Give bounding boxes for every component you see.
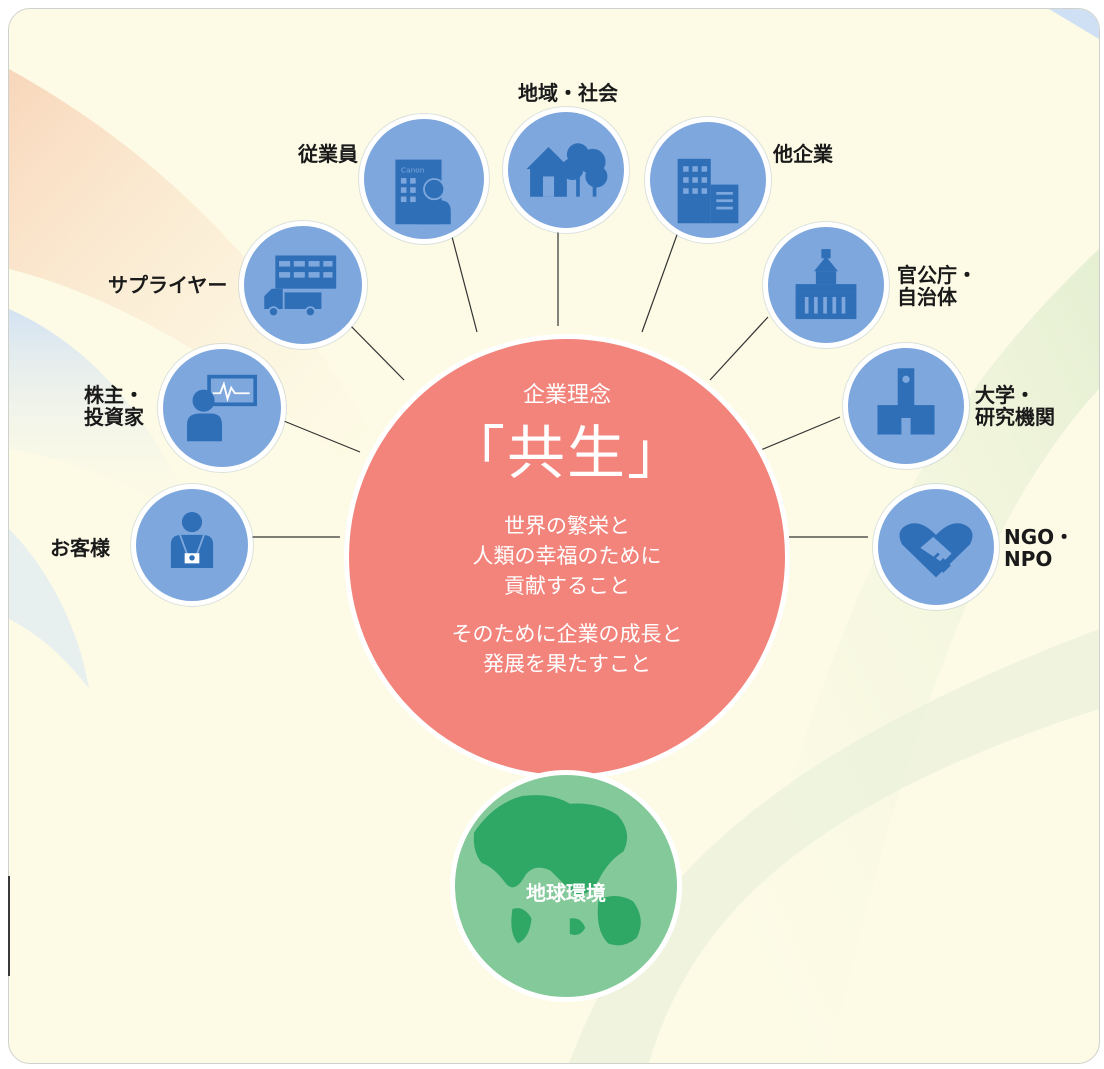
node-suppliers — [239, 221, 367, 349]
node-employees: Canon — [359, 114, 489, 244]
node-community — [503, 107, 629, 233]
node-companies — [645, 117, 771, 243]
customer-camera-icon — [170, 511, 214, 568]
philosophy-big-title: 「共生」 — [446, 419, 687, 487]
label-universities: 大学・ 研究機関 — [975, 383, 1055, 429]
truck-factory-icon — [264, 255, 337, 318]
label-suppliers: サプライヤー — [108, 273, 228, 297]
earth-label: 地球環境 — [526, 881, 606, 905]
node-ngo — [873, 484, 999, 610]
label-government: 官公庁・ 自治体 — [897, 263, 977, 309]
label-employees: 従業員 — [298, 142, 358, 166]
node-shareholders — [158, 344, 286, 472]
philosophy-paragraph-2: そのために企業の成長と 発展を果たすこと — [451, 622, 683, 676]
building-sign-text: Canon — [401, 166, 425, 175]
philosophy-circle: 企業理念 「共生」 世界の繁栄と 人類の幸福のために 貢献すること そのために企… — [344, 334, 790, 780]
node-universities — [843, 343, 969, 469]
university-tower-icon — [877, 368, 935, 435]
philosophy-small-title: 企業理念 — [522, 383, 611, 408]
label-ngo: NGO・ NPO — [1004, 525, 1075, 571]
label-community: 地域・社会 — [518, 81, 618, 105]
label-shareholders: 株主・ 投資家 — [84, 383, 144, 429]
node-government — [763, 222, 889, 348]
background-swirls — [9, 9, 1099, 1063]
investor-chart-icon — [186, 374, 258, 442]
parliament-building-icon — [795, 249, 857, 320]
earth-circle: 地球環境 — [450, 770, 682, 1002]
left-edge-tick — [8, 876, 10, 976]
globe-icon — [473, 795, 641, 946]
label-customers: お客様 — [50, 536, 110, 560]
handshake-heart-icon — [899, 523, 973, 578]
employee-building-icon: Canon — [395, 159, 451, 225]
label-companies: 他企業 — [773, 142, 833, 166]
philosophy-paragraph-1: 世界の繁栄と 人類の幸福のために 貢献すること — [472, 514, 662, 598]
node-customers — [131, 484, 253, 606]
house-trees-icon — [526, 143, 608, 197]
office-buildings-icon — [677, 158, 739, 224]
